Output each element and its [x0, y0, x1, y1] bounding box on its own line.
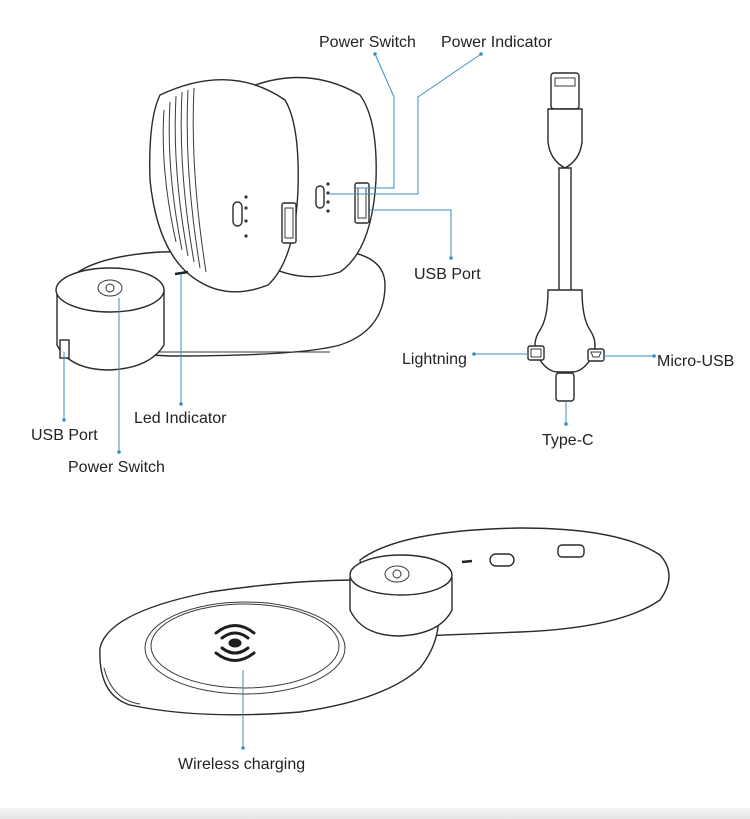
- leader-endpoint-dot: [472, 352, 476, 356]
- label-power-indicator: Power Indicator: [441, 34, 553, 51]
- leader-power-switch-top: [356, 53, 395, 189]
- leader-endpoint-dot: [62, 418, 66, 422]
- footer-bar: [0, 808, 750, 819]
- label-usb-port-right: USB Port: [414, 266, 481, 283]
- label-wireless-charging: Wireless charging: [178, 756, 306, 773]
- label-power-switch-top: Power Switch: [319, 34, 416, 51]
- leader-endpoint-dot: [117, 450, 121, 454]
- label-usb-port-left: USB Port: [31, 427, 98, 444]
- leader-endpoint-dot: [241, 746, 245, 750]
- leader-endpoint-dot: [373, 52, 377, 56]
- label-led-indicator: Led Indicator: [134, 410, 227, 427]
- leader-usb-port-right: [370, 209, 452, 258]
- label-power-switch-bottom: Power Switch: [68, 459, 165, 476]
- label-type-c: Type-C: [542, 432, 594, 449]
- label-lightning: Lightning: [402, 351, 467, 368]
- power-puck: [55, 267, 165, 371]
- leader-endpoint-dot: [479, 52, 483, 56]
- wireless-charging-icon: [214, 624, 256, 662]
- leader-power-indicator: [330, 53, 482, 195]
- leader-endpoint-dot: [179, 402, 183, 406]
- leader-endpoint-dot: [564, 422, 568, 426]
- dock-with-power-banks: [55, 76, 386, 371]
- multi-connector-cable: [527, 72, 605, 402]
- led-slot: [174, 270, 189, 276]
- leader-lines: [62, 52, 656, 750]
- leader-endpoint-dot: [652, 354, 656, 358]
- leader-endpoint-dot: [449, 256, 453, 260]
- label-micro-usb: Micro-USB: [657, 353, 735, 370]
- power-bank-front: [149, 79, 299, 293]
- wireless-charging-pad: [99, 527, 670, 716]
